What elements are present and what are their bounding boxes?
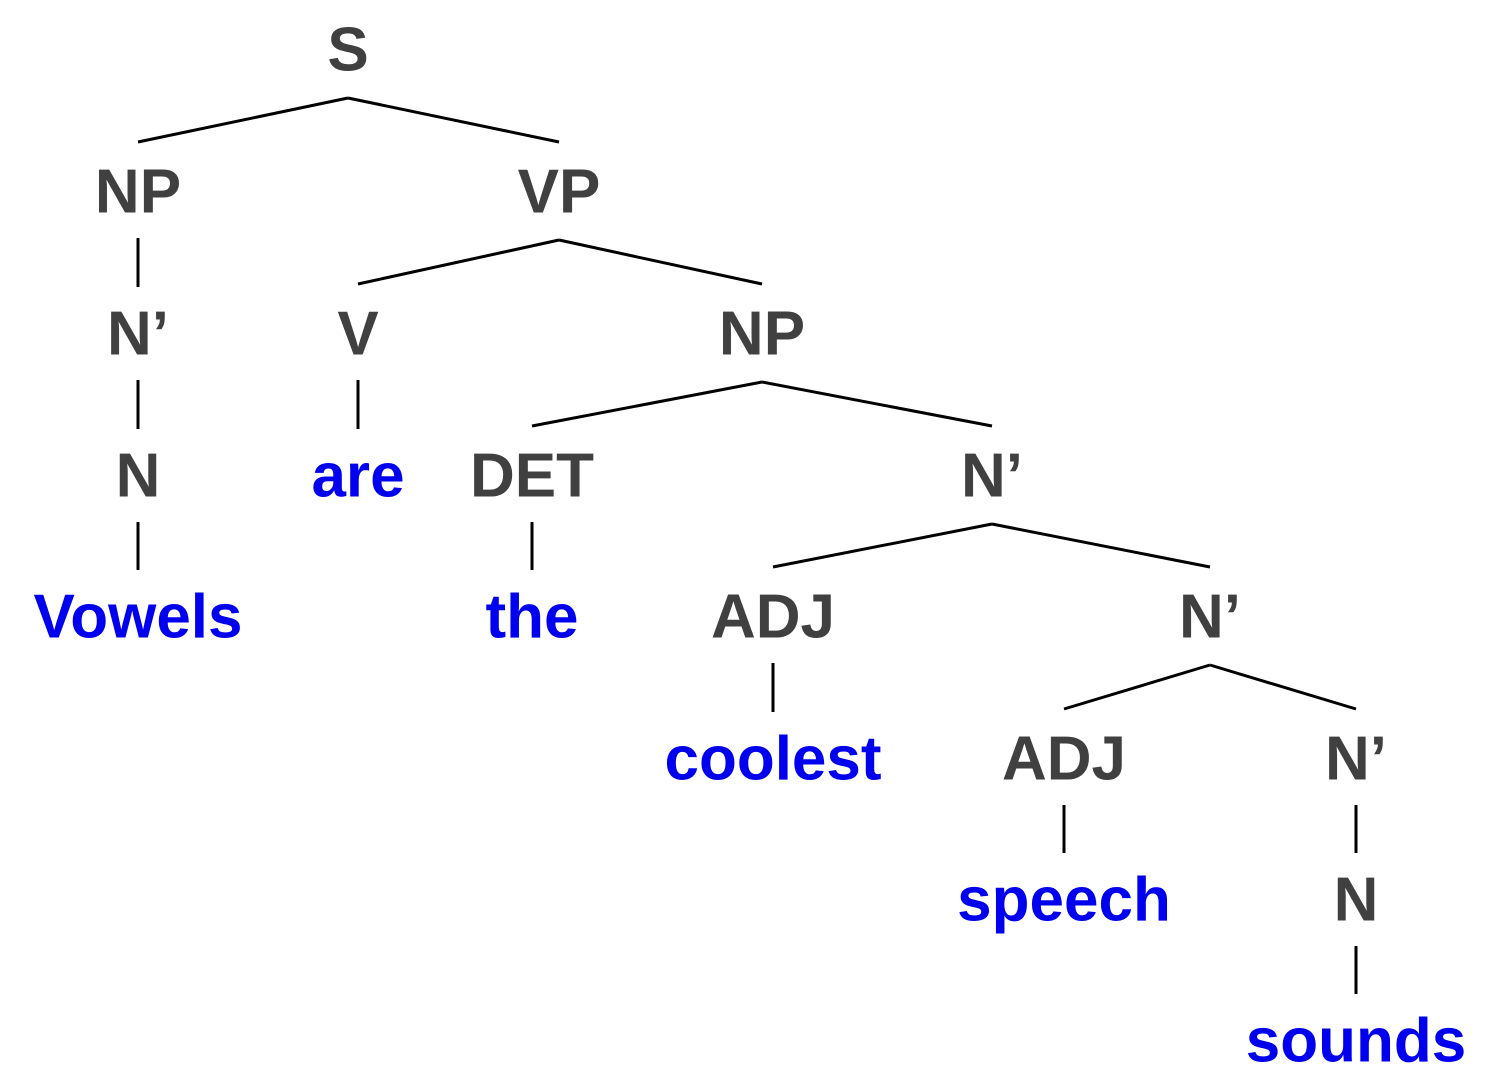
category-node: N’ (107, 300, 169, 369)
tree-edge (531, 380, 763, 428)
tree-edge (347, 96, 560, 144)
category-node: ADJ (711, 583, 835, 652)
category-node: V (337, 300, 378, 369)
tree-edge (1063, 663, 1211, 711)
category-node: N (1334, 866, 1379, 935)
category-node: S (327, 16, 368, 85)
word-leaf: speech (957, 866, 1171, 935)
category-node: N’ (1325, 725, 1387, 794)
tree-edge (137, 96, 349, 144)
category-node: N’ (1179, 583, 1241, 652)
category-node: VP (518, 158, 601, 227)
word-leaf: Vowels (33, 583, 242, 652)
tree-edge (772, 522, 993, 569)
category-node: N (116, 442, 161, 511)
word-leaf: coolest (664, 725, 881, 794)
category-node: NP (719, 300, 805, 369)
word-leaf: the (486, 583, 579, 652)
tree-edge (991, 522, 1211, 569)
tree-edge (357, 238, 560, 286)
tree-edge (761, 380, 993, 428)
word-leaf: are (311, 442, 404, 511)
category-node: N’ (961, 442, 1023, 511)
tree-labels: VowelsNN’NPareVtheDETcoolestADJspeechADJ… (33, 16, 1466, 1076)
category-node: ADJ (1002, 725, 1126, 794)
category-node: DET (470, 442, 594, 511)
tree-edge (1209, 663, 1357, 711)
tree-edge (558, 238, 763, 286)
tree-edges (136, 96, 1358, 994)
category-node: NP (95, 158, 181, 227)
word-leaf: sounds (1246, 1007, 1466, 1076)
